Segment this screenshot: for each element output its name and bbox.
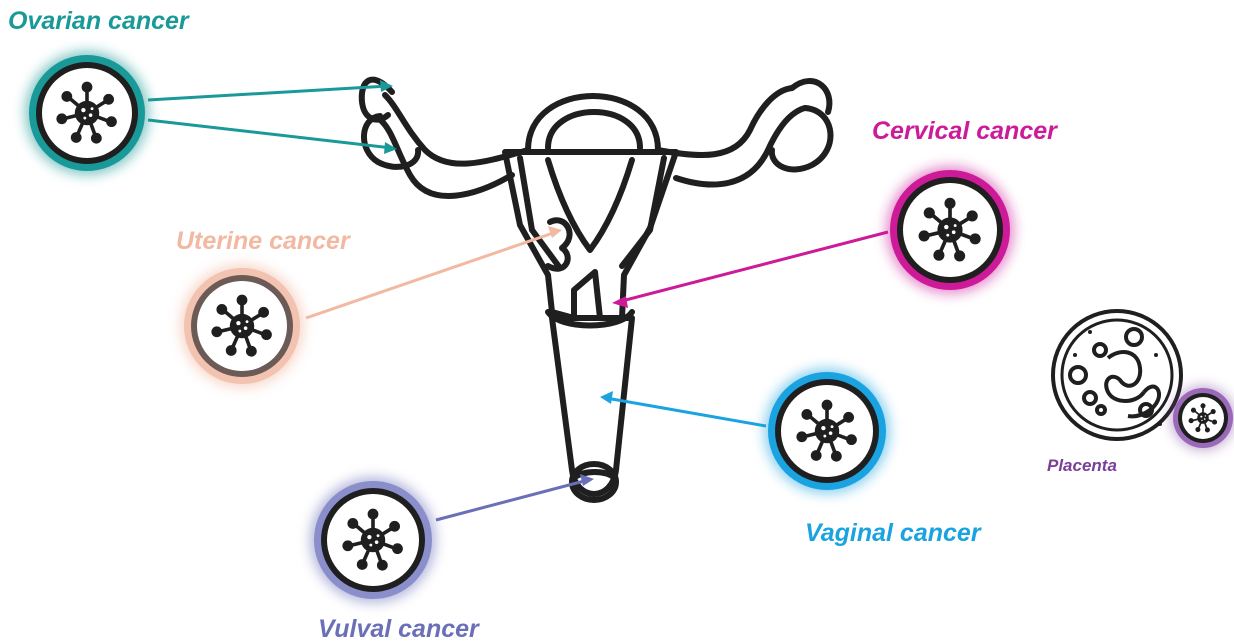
uterine-cell-badge bbox=[180, 264, 304, 388]
vaginal-cancer-label: Vaginal cancer bbox=[805, 521, 981, 546]
ovarian-cancer-label: Ovarian cancer bbox=[8, 9, 189, 34]
vulval-cell-badge bbox=[310, 477, 436, 603]
vulva-fold bbox=[573, 472, 615, 478]
uterine-cavity bbox=[548, 160, 632, 250]
placenta-label: Placenta bbox=[1047, 457, 1117, 474]
vaginal-arrow-line bbox=[606, 398, 766, 426]
vagina bbox=[552, 318, 632, 494]
cervical-cancer-label: Cervical cancer bbox=[872, 119, 1057, 144]
ovarian-cell-badge bbox=[25, 51, 149, 175]
ovarian-arrow-lower bbox=[148, 120, 392, 148]
right-fimbria bbox=[772, 108, 831, 169]
vaginal-cell-badge bbox=[764, 368, 890, 494]
vulval-arrowhead bbox=[580, 474, 594, 486]
placenta-fetus-icon bbox=[1053, 311, 1181, 439]
uterus-icon bbox=[362, 80, 831, 500]
ovarian-arrow-upper bbox=[148, 86, 388, 100]
vulval-arrow-line bbox=[436, 480, 588, 520]
uterus-fundus-inner bbox=[548, 112, 640, 148]
placenta-cell-badge bbox=[1171, 386, 1234, 450]
uterine-cancer-label: Uterine cancer bbox=[176, 229, 350, 254]
uterine-arrowhead bbox=[548, 226, 562, 238]
vaginal-arrowhead bbox=[600, 391, 613, 404]
cervical-arrow bbox=[612, 232, 888, 308]
cervical-cell-badge bbox=[886, 166, 1014, 294]
vulval-cancer-label: Vulval cancer bbox=[318, 617, 479, 642]
cervical-arrow-line bbox=[618, 232, 888, 302]
